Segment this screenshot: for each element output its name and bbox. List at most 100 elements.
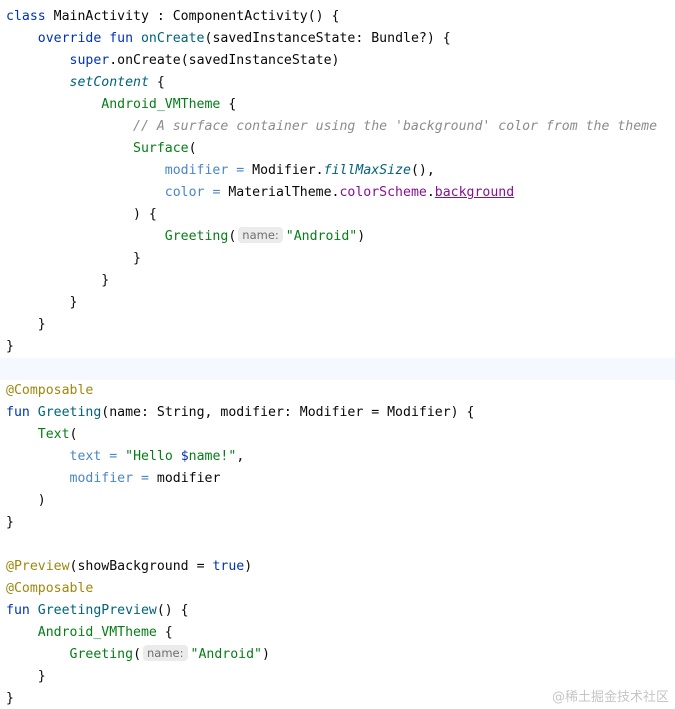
- code-token: [6, 317, 38, 332]
- code-line[interactable]: ): [0, 490, 675, 512]
- code-token: [6, 471, 70, 486]
- code-token: Android_VMTheme: [37, 625, 157, 640]
- code-token: text: [69, 449, 102, 464]
- code-token: [6, 31, 38, 46]
- code-token: ): [261, 647, 270, 662]
- code-token: Greeting: [37, 405, 102, 420]
- code-token: override fun: [37, 31, 141, 46]
- code-line[interactable]: fun GreetingPreview() {: [0, 600, 675, 622]
- code-token: [6, 229, 165, 244]
- code-line[interactable]: modifier = modifier: [0, 468, 675, 490]
- code-token: onCreate: [140, 31, 205, 46]
- code-line[interactable]: modifier = Modifier.fillMaxSize(),: [0, 160, 675, 182]
- code-token: @Composable: [6, 581, 94, 596]
- code-line[interactable]: Text(: [0, 424, 675, 446]
- code-token: }: [69, 295, 78, 310]
- code-token: {: [148, 75, 165, 90]
- code-token: setContent: [69, 75, 149, 90]
- code-token: // A surface container using the 'backgr…: [133, 119, 658, 134]
- code-token: $: [180, 449, 189, 464]
- code-token: [6, 185, 165, 200]
- code-token: Modifier.: [252, 163, 324, 178]
- code-line[interactable]: [0, 358, 675, 380]
- code-token: (: [188, 141, 197, 156]
- code-token: (: [69, 427, 78, 442]
- code-token: }: [37, 317, 46, 332]
- code-token: }: [101, 273, 110, 288]
- code-line[interactable]: text = "Hello $name!",: [0, 446, 675, 468]
- code-token: modifier: [164, 163, 229, 178]
- code-line[interactable]: }: [0, 314, 675, 336]
- code-line[interactable]: Android_VMTheme {: [0, 622, 675, 644]
- code-token: [6, 669, 38, 684]
- code-token: (: [228, 229, 237, 244]
- code-line[interactable]: Android_VMTheme {: [0, 94, 675, 116]
- code-token: =: [204, 185, 229, 200]
- code-line[interactable]: Greeting(name:"Android"): [0, 226, 675, 248]
- code-token: background: [434, 185, 515, 200]
- code-token: "Hello: [125, 449, 181, 464]
- code-token: ): [244, 559, 253, 574]
- code-token: }: [6, 339, 14, 354]
- code-token: [6, 97, 101, 112]
- code-token: [6, 163, 165, 178]
- code-line[interactable]: super.onCreate(savedInstanceState): [0, 50, 675, 72]
- code-line[interactable]: }: [0, 688, 675, 709]
- code-token: =: [133, 471, 157, 486]
- code-line[interactable]: }: [0, 270, 675, 292]
- code-token: (),: [410, 163, 435, 178]
- code-line[interactable]: color = MaterialTheme.colorScheme.backgr…: [0, 182, 675, 204]
- code-line[interactable]: Greeting(name:"Android"): [0, 644, 675, 666]
- code-token: }: [6, 515, 14, 530]
- code-line[interactable]: @Composable: [0, 578, 675, 600]
- code-token: [6, 53, 70, 68]
- code-token: =: [228, 163, 253, 178]
- code-line[interactable]: }: [0, 666, 675, 688]
- code-token: [6, 449, 70, 464]
- code-line[interactable]: }: [0, 292, 675, 314]
- code-token: ,: [236, 449, 245, 464]
- code-token: (name: String, modifier: Modifier = Modi…: [101, 405, 475, 420]
- parameter-hint: name:: [238, 227, 283, 243]
- code-token: Android_VMTheme: [101, 97, 221, 112]
- code-token: fillMaxSize: [323, 163, 411, 178]
- code-token: Surface: [133, 141, 189, 156]
- code-token: fun: [6, 405, 38, 420]
- code-token: !": [220, 449, 237, 464]
- code-line[interactable]: class MainActivity : ComponentActivity()…: [0, 6, 675, 28]
- code-line[interactable]: override fun onCreate(savedInstanceState…: [0, 28, 675, 50]
- code-line[interactable]: Surface(: [0, 138, 675, 160]
- code-token: "Android": [285, 229, 358, 244]
- code-line[interactable]: fun Greeting(name: String, modifier: Mod…: [0, 402, 675, 424]
- code-token: GreetingPreview: [37, 603, 157, 618]
- code-token: [6, 273, 101, 288]
- code-line[interactable]: setContent {: [0, 72, 675, 94]
- code-line[interactable]: }: [0, 248, 675, 270]
- code-token: "Android": [190, 647, 262, 662]
- code-token: ): [37, 493, 46, 508]
- code-line[interactable]: @Composable: [0, 380, 675, 402]
- code-token: modifier: [69, 471, 134, 486]
- code-line[interactable]: // A surface container using the 'backgr…: [0, 116, 675, 138]
- code-line[interactable]: [0, 534, 675, 556]
- code-token: }: [37, 669, 46, 684]
- code-token: }: [6, 691, 14, 706]
- watermark: @稀土掘金技术社区: [551, 690, 669, 705]
- code-token: @Composable: [6, 383, 94, 398]
- code-line[interactable]: @Preview(showBackground = true): [0, 556, 675, 578]
- code-token: ) {: [133, 207, 157, 222]
- code-token: (showBackground =: [69, 559, 213, 574]
- code-token: Greeting: [164, 229, 229, 244]
- code-token: ): [357, 229, 366, 244]
- code-token: true: [212, 559, 245, 574]
- code-token: color: [164, 185, 205, 200]
- code-line[interactable]: }: [0, 336, 675, 358]
- code-token: [6, 207, 133, 222]
- code-line[interactable]: }: [0, 512, 675, 534]
- code-token: Text: [37, 427, 70, 442]
- code-token: [6, 647, 70, 662]
- code-token: [6, 625, 38, 640]
- code-token: (savedInstanceState: Bundle?) {: [204, 31, 451, 46]
- code-line[interactable]: ) {: [0, 204, 675, 226]
